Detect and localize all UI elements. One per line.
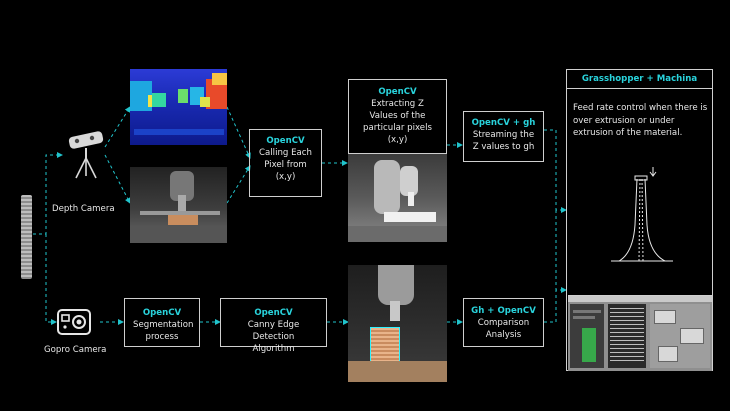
comparison-text: Comparison Analysis bbox=[477, 318, 530, 340]
streaming-z-box: OpenCV + gh Streaming the Z values to gh bbox=[463, 111, 544, 162]
depth-rgb-photo bbox=[130, 167, 227, 243]
depth-heatmap-image bbox=[130, 69, 227, 145]
canny-edge-text: Canny Edge Detection Algorithm bbox=[247, 320, 300, 354]
comparison-head: Gh + OpenCV bbox=[471, 306, 536, 316]
line-photo-to-calling bbox=[226, 165, 251, 204]
streaming-z-text: Streaming the Z values to gh bbox=[472, 130, 535, 152]
extraction-robot-photo bbox=[348, 154, 447, 242]
calling-pixel-text: Calling Each Pixel from (x,y) bbox=[259, 148, 312, 182]
gopro-extrusion-photo bbox=[348, 265, 447, 382]
output-panel: Grasshopper + Machina Feed rate control … bbox=[566, 69, 713, 371]
extracting-z-head: OpenCV bbox=[378, 87, 417, 97]
canny-edge-box: OpenCV Canny Edge Detection Algorithm bbox=[220, 298, 327, 354]
line-column-to-gopro bbox=[45, 234, 57, 325]
calling-pixel-head: OpenCV bbox=[266, 136, 305, 146]
depth-camera-label: Depth Camera bbox=[52, 204, 115, 214]
segmentation-head: OpenCV bbox=[142, 308, 182, 318]
line-depth-to-heatmap bbox=[104, 106, 131, 148]
line-heatmap-to-calling bbox=[226, 106, 251, 159]
gopro-camera-label: Gopro Camera bbox=[44, 345, 107, 355]
streaming-z-head: OpenCV + gh bbox=[471, 118, 536, 128]
segmentation-text: Segmentation process bbox=[133, 320, 194, 342]
extracting-z-text: Extracting Z Values of the particular pi… bbox=[363, 99, 432, 145]
printed-column-icon bbox=[21, 195, 32, 279]
tower-sketch bbox=[611, 167, 673, 262]
line-comparison-to-output bbox=[544, 287, 567, 323]
grasshopper-screenshot bbox=[568, 295, 712, 371]
line-depth-to-photo bbox=[104, 154, 131, 204]
extracting-z-box: OpenCV Extracting Z Values of the partic… bbox=[348, 79, 447, 154]
depth-camera-icon bbox=[68, 131, 104, 179]
line-stream-to-output bbox=[544, 129, 567, 213]
segmentation-box: OpenCV Segmentation process bbox=[124, 298, 200, 347]
comparison-box: Gh + OpenCV Comparison Analysis bbox=[463, 298, 544, 347]
line-column-to-depth bbox=[33, 152, 63, 235]
output-panel-text: Feed rate control when there is over ext… bbox=[573, 103, 708, 138]
canny-edge-head: OpenCV bbox=[254, 308, 293, 318]
gopro-camera-icon bbox=[57, 309, 91, 335]
output-panel-header: Grasshopper + Machina bbox=[567, 70, 712, 89]
calling-pixel-box: OpenCV Calling Each Pixel from (x,y) bbox=[249, 129, 322, 197]
